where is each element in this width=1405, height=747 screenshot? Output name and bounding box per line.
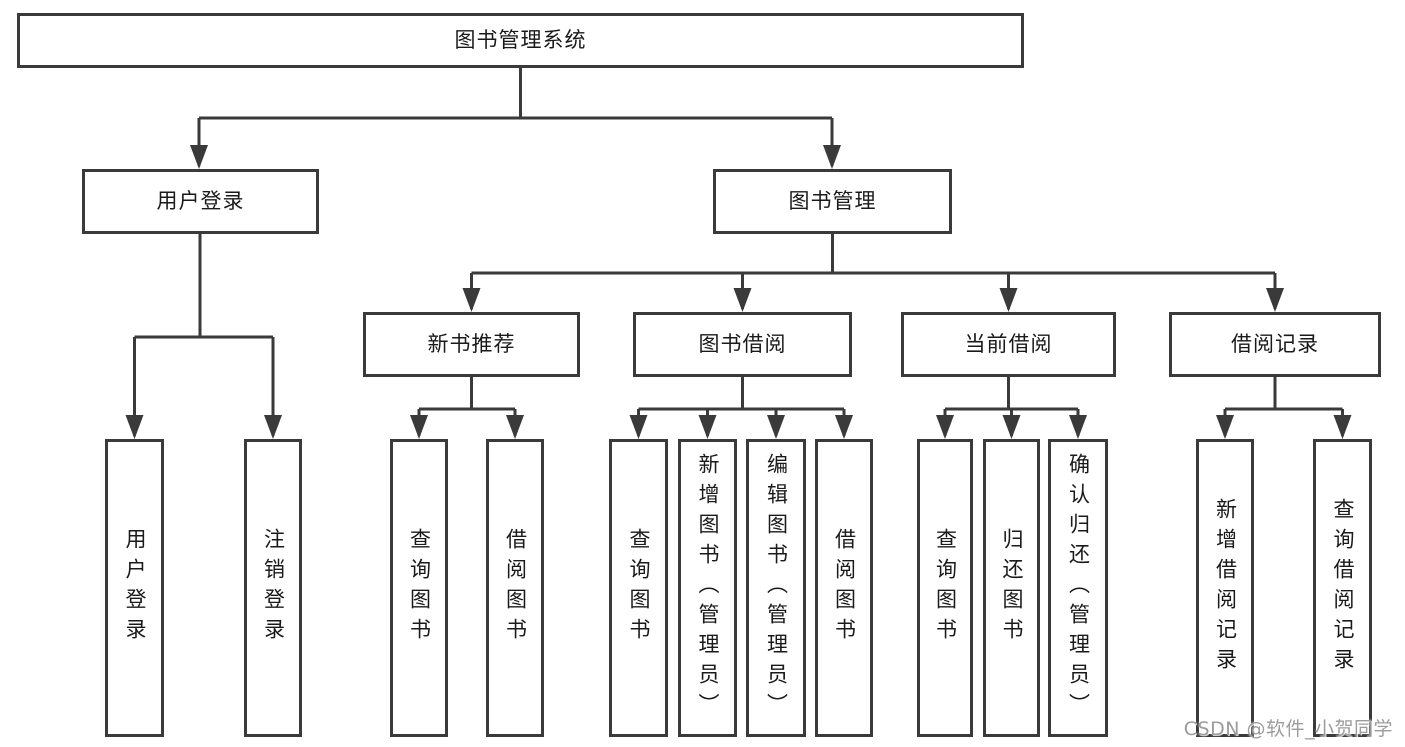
arrowhead-to-user-login-leaf <box>125 415 144 439</box>
leaf-confirm-return-admin-label: 确认归还（管理员） <box>1066 453 1091 723</box>
arrowhead-to-user-login <box>190 145 208 169</box>
leaf-borrow-books-2-label: 借阅图书 <box>832 528 857 648</box>
node-library-system-label: 图书管理系统 <box>454 28 587 52</box>
leaf-logout-label: 注销登录 <box>261 528 286 648</box>
leaf-edit-book-admin: 编辑图书（管理员） <box>746 439 806 737</box>
leaf-add-borrow-record: 新增借阅记录 <box>1196 439 1254 737</box>
node-user-login-label: 用户登录 <box>156 189 245 213</box>
leaf-borrow-books-1-label: 借阅图书 <box>503 528 528 648</box>
node-borrowing-records-label: 借阅记录 <box>1231 332 1319 356</box>
leaf-add-book-admin-label: 新增图书（管理员） <box>696 453 720 723</box>
arrowhead-to-book-management <box>823 145 841 169</box>
arrowhead-to-borrow-books-1 <box>506 415 524 439</box>
arrowhead-to-return-books <box>1002 415 1021 439</box>
arrowhead-to-borrowing-records <box>1266 288 1284 312</box>
leaf-user-login: 用户登录 <box>105 439 164 737</box>
watermark-text: CSDN @软件_小贺同学 <box>1183 718 1393 740</box>
connector-borrowing-records-branch <box>1223 377 1344 436</box>
arrowhead-to-new-book-recommendation <box>462 288 481 312</box>
node-book-management-label: 图书管理 <box>788 189 877 213</box>
connector-book-management-branch <box>470 234 1277 309</box>
connector-root-branch <box>197 68 834 166</box>
leaf-query-books-2: 查询图书 <box>609 439 668 737</box>
node-new-book-recommendation: 新书推荐 <box>363 312 580 377</box>
connector-current-borrowing-branch <box>943 377 1080 436</box>
node-current-borrowing-label: 当前借阅 <box>964 332 1053 356</box>
leaf-query-books-1-label: 查询图书 <box>407 528 432 648</box>
node-current-borrowing: 当前借阅 <box>901 312 1116 377</box>
leaf-confirm-return-admin: 确认归还（管理员） <box>1048 439 1108 737</box>
arrowhead-to-current-borrowing <box>999 288 1018 312</box>
connector-user-login-branch <box>133 234 275 436</box>
arrowhead-to-query-books-3 <box>936 415 954 439</box>
leaf-query-books-3: 查询图书 <box>917 439 973 737</box>
leaf-logout: 注销登录 <box>244 439 302 737</box>
arrowhead-to-book-borrowing <box>733 288 752 312</box>
arrowhead-to-edit-book-admin <box>767 415 785 439</box>
arrowhead-to-query-books-1 <box>410 415 428 439</box>
leaf-add-book-admin: 新增图书（管理员） <box>678 439 737 737</box>
arrowhead-to-add-borrow-record <box>1216 415 1234 439</box>
leaf-query-books-1: 查询图书 <box>390 439 448 737</box>
arrowhead-to-query-books-2 <box>629 415 648 439</box>
arrowhead-to-borrow-books-2 <box>835 415 853 439</box>
node-user-login: 用户登录 <box>82 169 319 234</box>
arrowhead-to-query-borrow-record <box>1333 415 1352 439</box>
leaf-borrow-books-2: 借阅图书 <box>815 439 873 737</box>
arrowhead-to-logout-leaf <box>264 415 282 439</box>
leaf-query-borrow-record-label: 查询借阅记录 <box>1331 498 1355 678</box>
node-library-system: 图书管理系统 <box>17 13 1024 68</box>
connector-book-borrowing-branch <box>637 377 846 436</box>
leaf-query-borrow-record: 查询借阅记录 <box>1313 439 1372 737</box>
leaf-query-books-2-label: 查询图书 <box>627 528 651 648</box>
connector-new-book-recommendation-branch <box>417 377 517 436</box>
leaf-add-borrow-record-label: 新增借阅记录 <box>1213 498 1238 678</box>
leaf-return-books-label: 归还图书 <box>1000 528 1024 648</box>
leaf-return-books: 归还图书 <box>983 439 1040 737</box>
leaf-user-login-label: 用户登录 <box>123 528 147 648</box>
leaf-borrow-books-1: 借阅图书 <box>486 439 544 737</box>
leaf-edit-book-admin-label: 编辑图书（管理员） <box>764 453 789 723</box>
node-book-borrowing-label: 图书借阅 <box>698 332 787 356</box>
node-book-management: 图书管理 <box>713 169 952 234</box>
arrowhead-to-confirm-return-admin <box>1069 415 1087 439</box>
leaf-query-books-3-label: 查询图书 <box>933 528 958 648</box>
arrowhead-to-add-book-admin <box>698 415 717 439</box>
node-borrowing-records: 借阅记录 <box>1169 312 1381 377</box>
node-new-book-recommendation-label: 新书推荐 <box>427 332 516 356</box>
node-book-borrowing: 图书借阅 <box>633 312 852 377</box>
